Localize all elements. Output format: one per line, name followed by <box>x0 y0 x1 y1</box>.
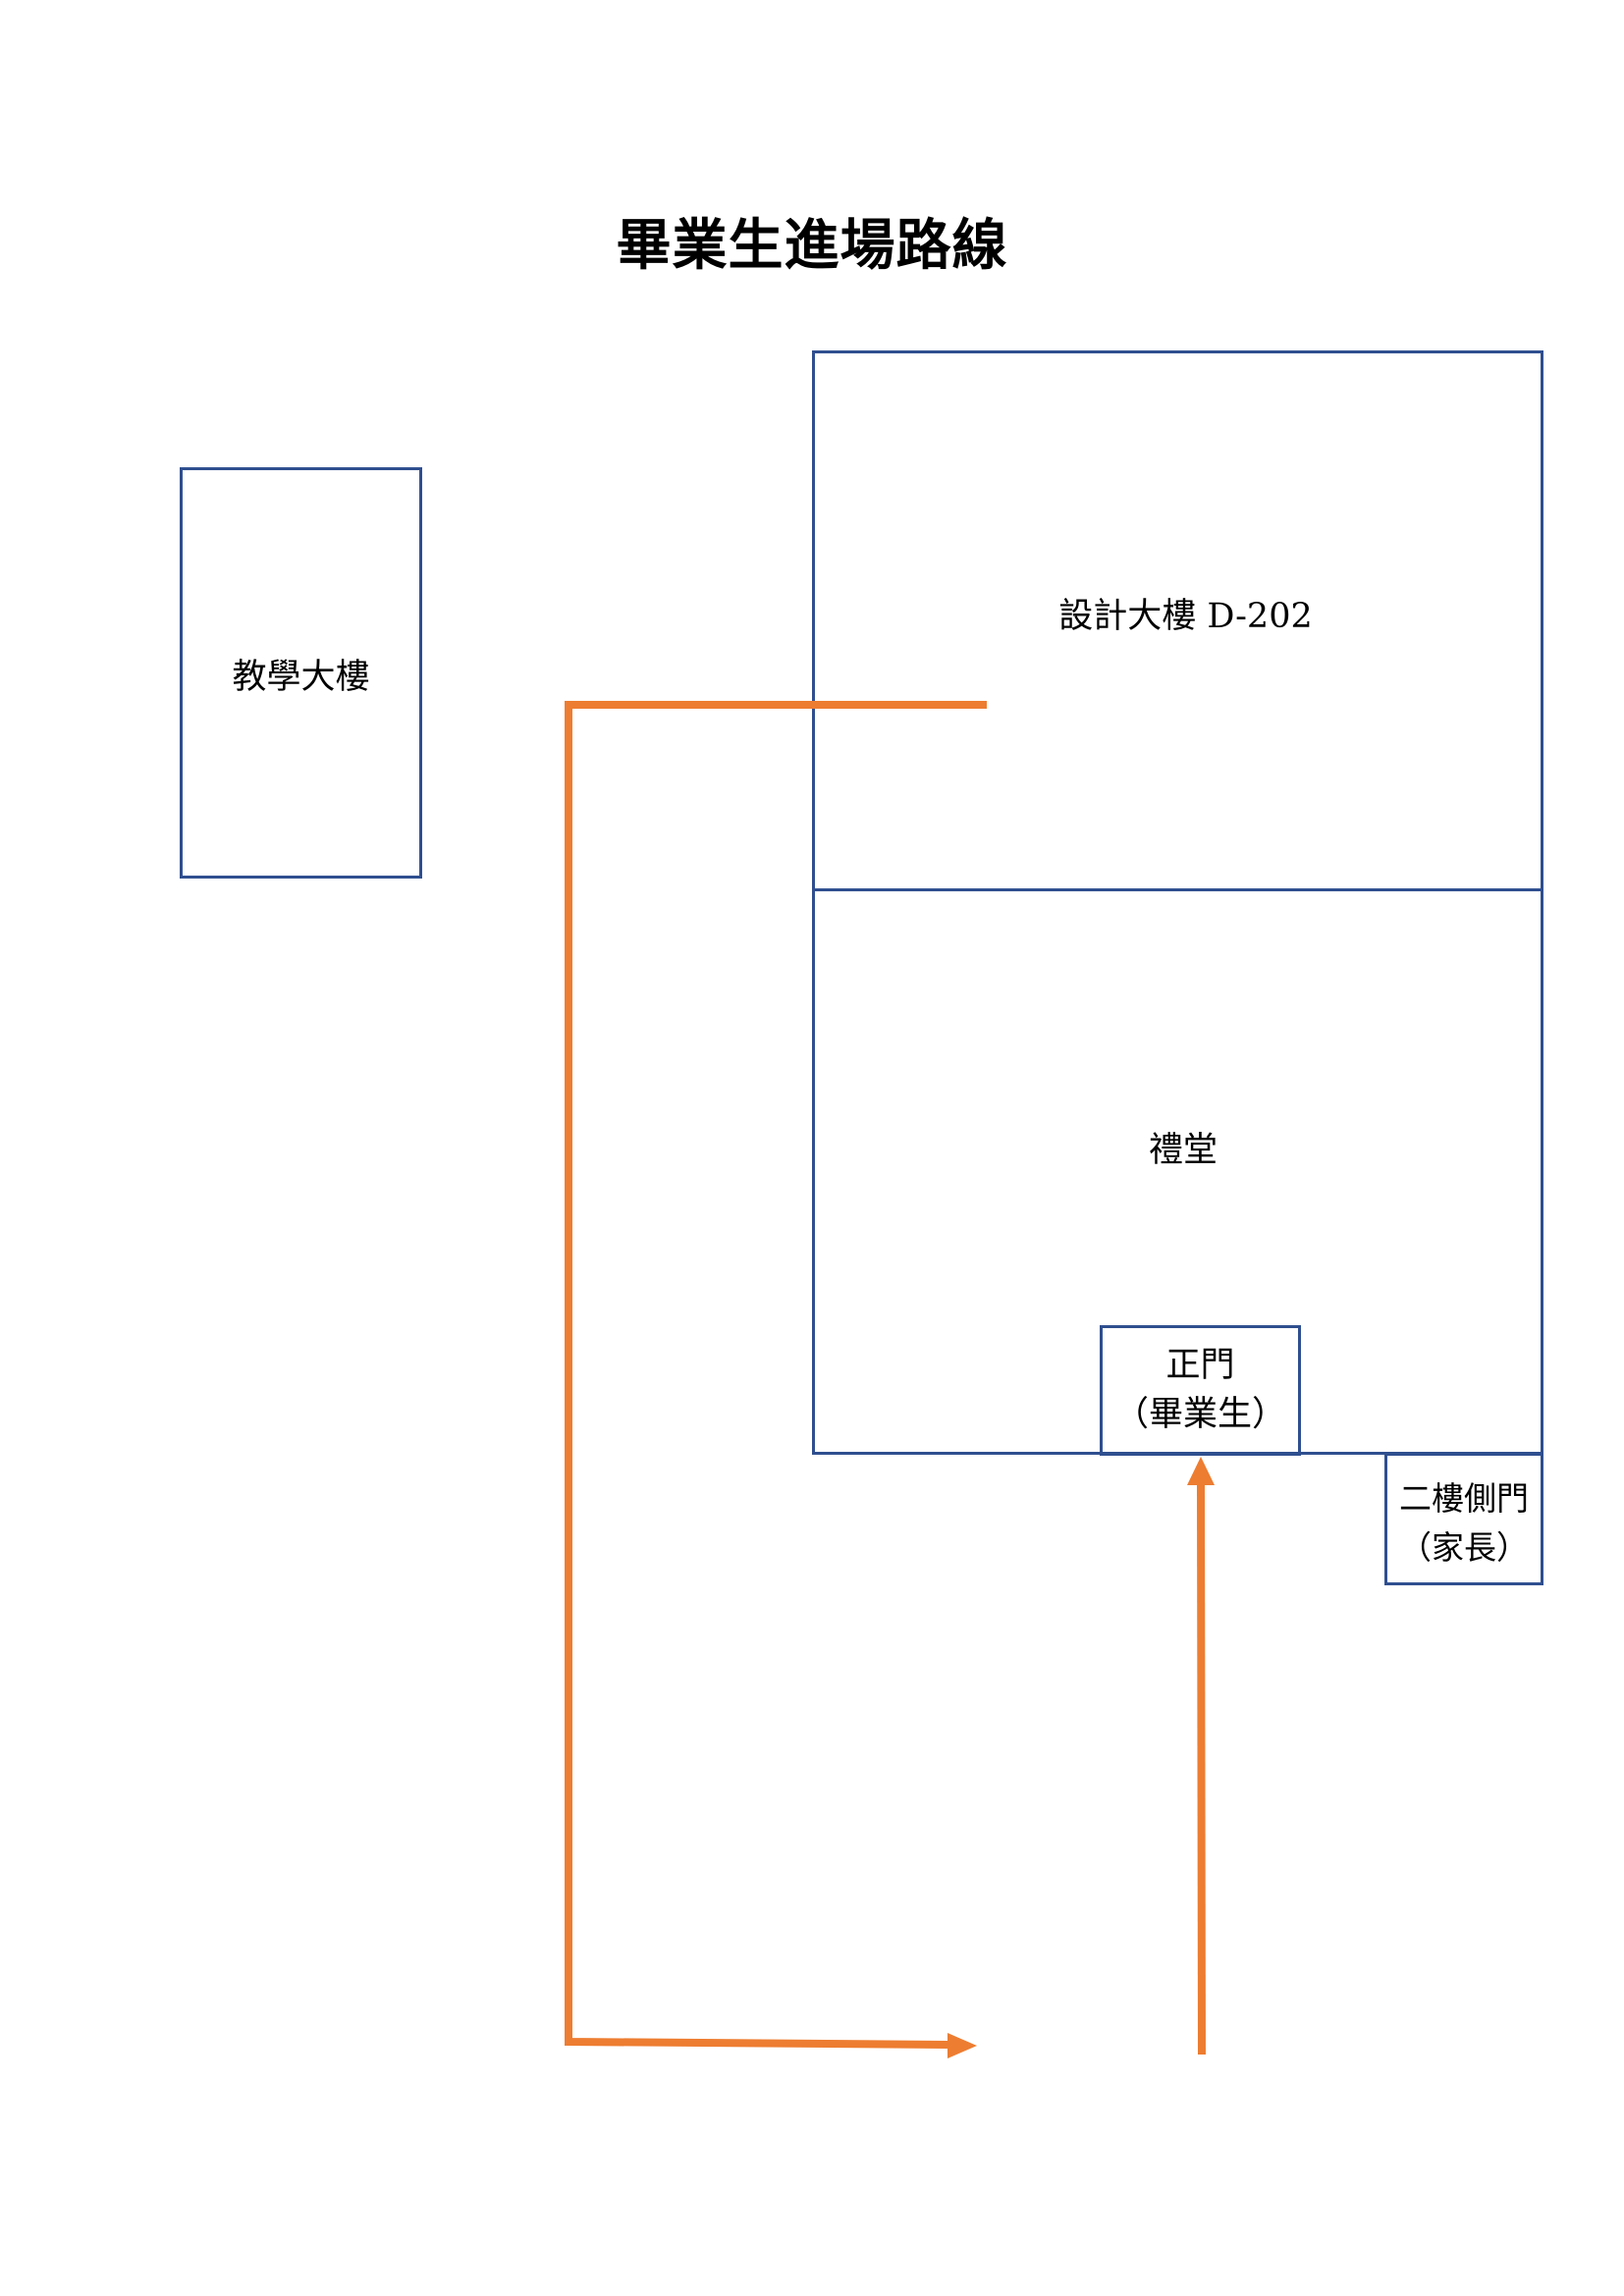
teaching-building-label: 教學大樓 <box>232 658 370 697</box>
side-door-label: 二樓側門 <box>1399 1479 1529 1518</box>
page-title: 畢業生進場路線 <box>616 214 1008 278</box>
teaching-building <box>180 467 422 879</box>
main-door-sublabel: （畢業生） <box>1113 1395 1286 1434</box>
route-path-main <box>565 701 987 2049</box>
auditorium-label: 禮堂 <box>1148 1131 1218 1170</box>
route-layer <box>565 701 1215 2058</box>
route-arrowhead-right <box>947 2033 977 2058</box>
route-path-entry <box>1197 1484 1206 2056</box>
side-door-sublabel: （家長） <box>1399 1528 1529 1567</box>
route-arrowhead-up <box>1187 1457 1215 1485</box>
design-building-label: 設計大樓 D-202 <box>1058 597 1313 636</box>
main-door <box>1100 1325 1301 1456</box>
side-door <box>1384 1453 1543 1585</box>
main-door-label: 正門 <box>1165 1346 1235 1385</box>
